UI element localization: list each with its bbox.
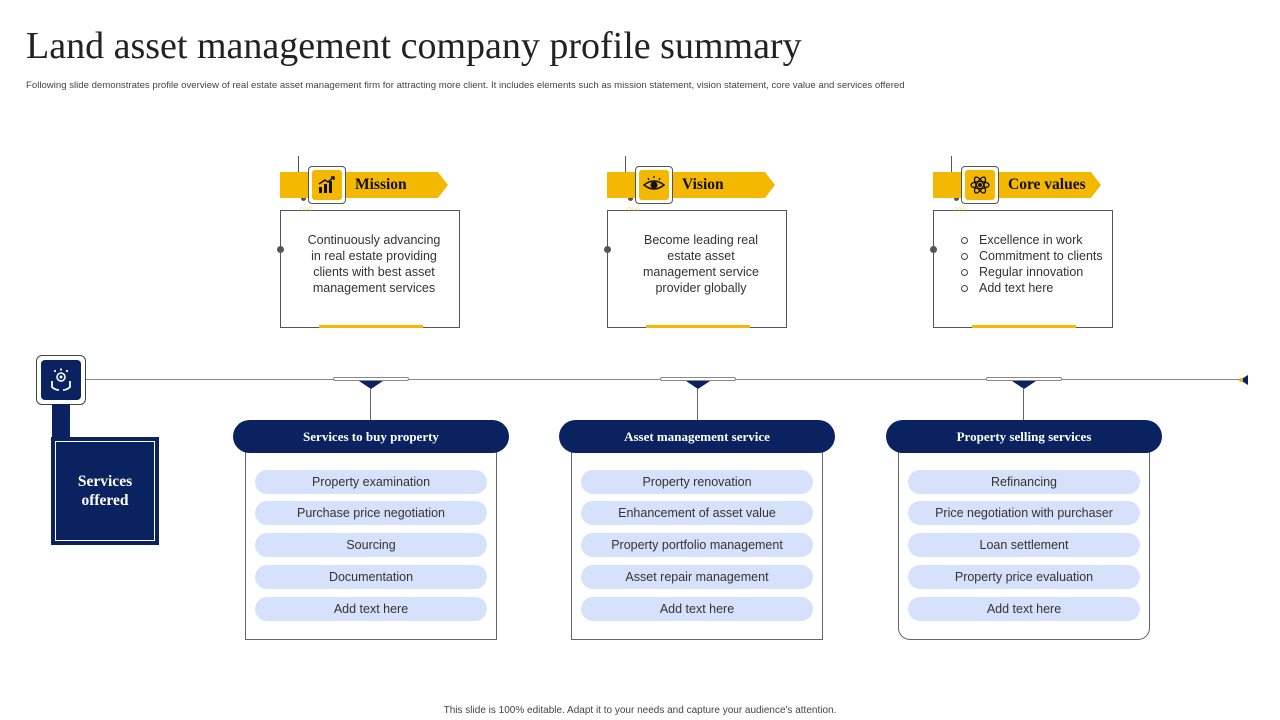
service-item: Sourcing [255,533,487,557]
service-item: Price negotiation with purchaser [908,501,1140,525]
services-hub-icon-frame [36,355,86,405]
vision-dot-small [628,196,633,201]
list-item: Add text here [959,280,1109,296]
service-item: Refinancing [908,470,1140,494]
core-values-decor-dots: ○○○ [953,206,966,213]
service-item: Property examination [255,470,487,494]
core-values-dot-small [954,196,959,201]
services-offered-label: Services offered [77,473,133,509]
service-item: Enhancement of asset value [581,501,813,525]
service-item: Documentation [255,565,487,589]
service-item: Asset repair management [581,565,813,589]
eye-bulb-icon [639,170,669,200]
core-values-card: Core values ○○○ Excellence in work Commi… [930,156,1115,330]
footer-note: This slide is 100% editable. Adapt it to… [443,705,837,716]
vision-card: Vision ○○○ Become leading real estate as… [604,156,789,330]
mission-decor-dots: ○○○ [300,206,313,213]
vision-dot [604,246,611,253]
list-item: Regular innovation [959,264,1109,280]
service-group-title: Services to buy property [233,420,509,453]
services-hub-stem [52,404,70,440]
list-item: Excellence in work [959,232,1109,248]
service-item: Property portfolio management [581,533,813,557]
mission-dot [277,246,284,253]
core-values-underline [972,325,1076,328]
page-title: Land asset management company profile su… [26,25,802,67]
vision-underline [646,325,750,328]
service-item: Purchase price negotiation [255,501,487,525]
list-item: Commitment to clients [959,248,1109,264]
timeline-end-dot [1239,378,1243,382]
mission-underline [319,325,423,328]
service-item: Property price evaluation [908,565,1140,589]
service-group-title: Property selling services [886,420,1162,453]
mission-icon-frame [308,166,346,204]
core-values-list: Excellence in work Commitment to clients… [959,232,1109,296]
core-values-icon-frame [961,166,999,204]
vision-decor-dots: ○○○ [627,206,640,213]
service-item: Add text here [581,597,813,621]
vision-box [607,210,787,328]
page-subtitle: Following slide demonstrates profile ove… [26,80,905,91]
chart-growth-icon [312,170,342,200]
mission-box [280,210,460,328]
mission-dot-small [301,196,306,201]
core-values-dot [930,246,937,253]
atom-icon [965,170,995,200]
mission-text: Continuously advancing in real estate pr… [307,233,441,295]
hands-gear-icon [41,360,81,400]
service-item: Add text here [908,597,1140,621]
services-offered-box: Services offered [51,437,159,545]
timeline-arrow-end [1240,375,1248,385]
vision-icon-frame [635,166,673,204]
service-item: Loan settlement [908,533,1140,557]
core-values-title: Core values [1008,176,1086,193]
service-group-title: Asset management service [559,420,835,453]
service-item: Add text here [255,597,487,621]
vision-text: Become leading real estate asset managem… [642,233,760,295]
vision-title: Vision [682,176,724,193]
mission-card: Mission ○○○ Continuously advancing in re… [277,156,462,330]
service-item: Property renovation [581,470,813,494]
mission-title: Mission [355,176,407,193]
